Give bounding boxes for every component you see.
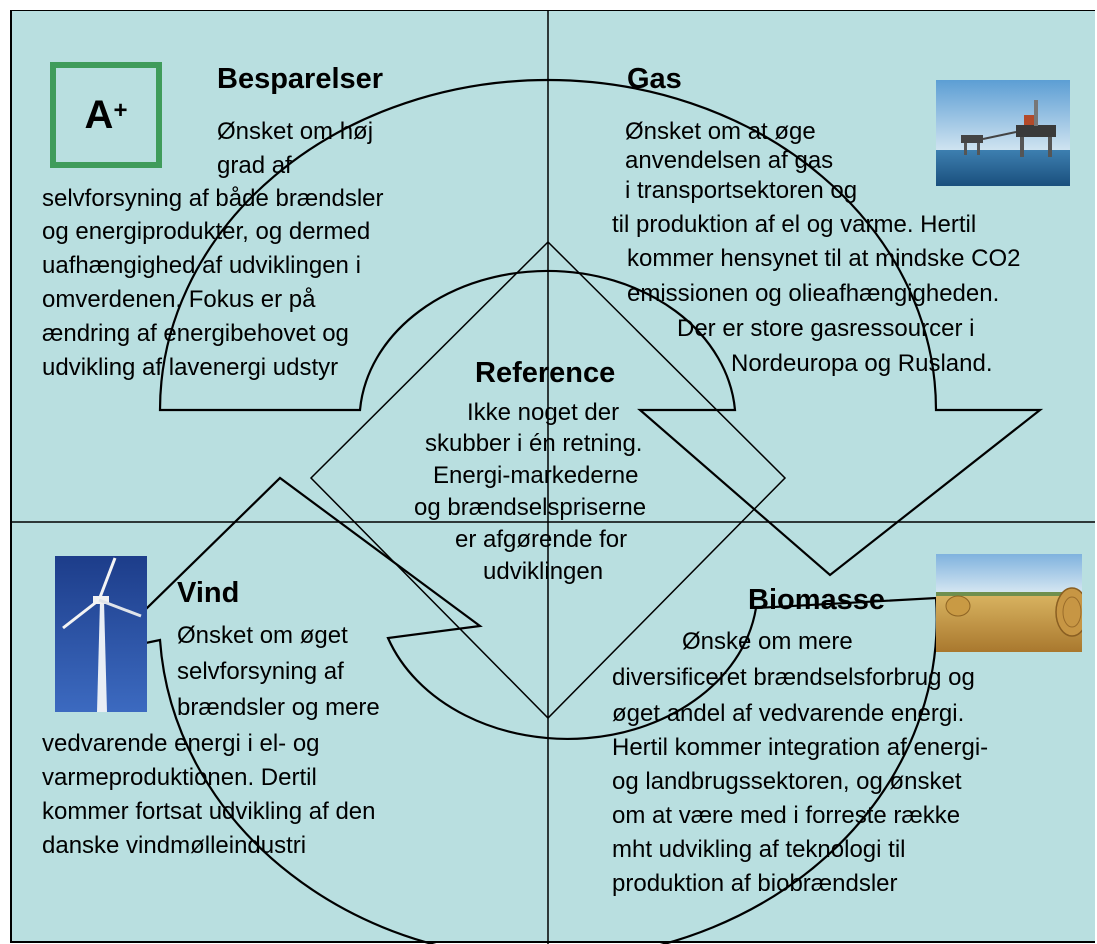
- top-cycle-arrow: [158, 78, 1044, 577]
- vind-line: selvforsyning af: [177, 658, 344, 685]
- vind-line: Ønsket om øget: [177, 622, 348, 649]
- vind-line: danske vindmølleindustri: [42, 832, 307, 859]
- vind-line: brændsler og mere: [177, 694, 380, 721]
- reference-title: Reference: [475, 357, 616, 389]
- offshore-platform-photo-icon: [936, 80, 1070, 186]
- vind-line: varmeproduktionen. Dertil: [42, 764, 317, 791]
- reference-line: udviklingen: [483, 558, 604, 585]
- biomasse-line: produktion af biobrændsler: [612, 870, 898, 897]
- a-plus-sign: +: [113, 97, 128, 124]
- gas-line: kommer hensynet til at mindske CO2: [627, 245, 1021, 272]
- hay-bale-field-photo-icon: [936, 554, 1082, 652]
- besparelser-line: udvikling af lavenergi udstyr: [42, 354, 339, 381]
- reference-line: og brændselspriserne: [414, 494, 647, 521]
- besparelser-line: og energiprodukter, og dermed: [42, 218, 371, 245]
- reference-diamond: [309, 240, 787, 720]
- besparelser-line: grad af: [217, 152, 292, 179]
- biomasse-line: mht udvikling af teknologi til: [612, 836, 906, 863]
- besparelser-line: omverdenen. Fokus er på: [42, 286, 316, 313]
- besparelser-line: Ønsket om høj: [217, 118, 374, 145]
- besparelser-line: ændring af energibehovet og: [42, 320, 349, 347]
- vind-line: kommer fortsat udvikling af den: [42, 798, 376, 825]
- gas-line: Nordeuropa og Rusland.: [731, 350, 993, 377]
- a-plus-letter: A: [84, 92, 114, 137]
- wind-turbine-picture: [55, 556, 147, 712]
- gas-line: i transportsektoren og: [625, 177, 858, 204]
- reference-line: skubber i én retning.: [425, 430, 643, 457]
- gas-title: Gas: [627, 63, 682, 95]
- biomasse-line: øget andel af vedvarende energi.: [612, 700, 965, 727]
- vind-title: Vind: [177, 577, 240, 609]
- biomasse-line: Hertil kommer integration af energi-: [612, 734, 989, 761]
- gas-line: til produktion af el og varme. Hertil: [612, 211, 977, 238]
- biomasse-line: Ønske om mere: [682, 628, 853, 655]
- besparelser-line: selvforsyning af både brændsler: [42, 185, 384, 212]
- gas-line: anvendelsen af gas: [625, 147, 834, 174]
- gas-line: Ønsket om at øge: [625, 118, 816, 145]
- besparelser-title: Besparelser: [217, 63, 384, 95]
- a-plus-energy-label-icon: A+: [50, 62, 162, 168]
- wind-turbine-photo-icon: [55, 556, 147, 712]
- reference-line: er afgørende for: [455, 526, 628, 553]
- offshore-platform-picture: [936, 80, 1070, 186]
- biomasse-line: og landbrugssektoren, og ønsket: [612, 768, 962, 795]
- biomasse-title: Biomasse: [748, 584, 886, 616]
- reference-line: Ikke noget der: [467, 399, 620, 426]
- diagram-background: [10, 10, 1095, 943]
- vind-line: vedvarende energi i el- og: [42, 730, 320, 757]
- hay-bale-field-picture: [936, 554, 1082, 652]
- biomasse-line: diversificeret brændselsforbrug og: [612, 664, 975, 691]
- biomasse-line: om at være med i forreste række: [612, 802, 961, 829]
- gas-line: Der er store gasressourcer i: [677, 315, 975, 342]
- besparelser-line: uafhængighed af udviklingen i: [42, 252, 361, 279]
- reference-line: Energi-markederne: [433, 462, 639, 489]
- gas-line: emissionen og olieafhængigheden.: [627, 280, 1000, 307]
- bottom-cycle-arrow: [98, 476, 938, 944]
